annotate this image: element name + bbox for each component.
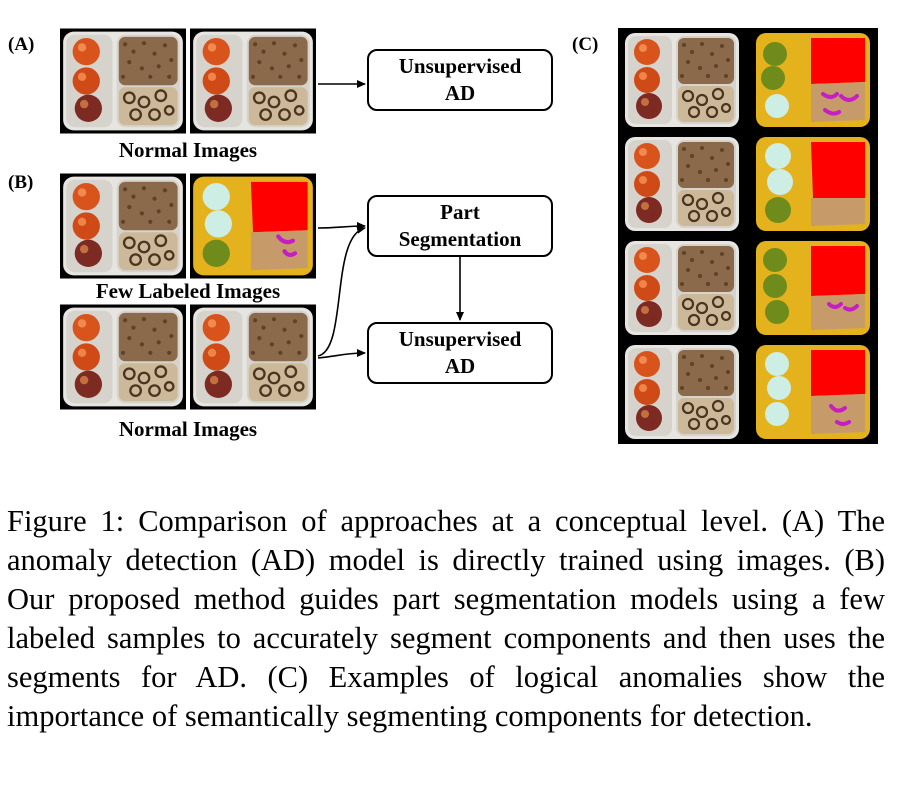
panel-label-a: (A) [8, 34, 35, 55]
unsupervised-ad-box-b: Unsupervised AD [367, 322, 553, 384]
box-line: AD [444, 81, 476, 105]
panel-label-c: (C) [572, 34, 599, 55]
panel-label-b: (B) [8, 172, 34, 193]
box-line: AD [444, 354, 476, 378]
anomaly-image-1 [620, 30, 744, 130]
unsupervised-ad-box-a: Unsupervised AD [367, 49, 553, 111]
anomaly-mask-2 [750, 134, 876, 234]
anomaly-mask-1 [750, 30, 876, 130]
box-line: Unsupervised [398, 54, 522, 78]
box-line: Part [440, 200, 480, 224]
few-labeled-images-label: Few Labeled Images [95, 279, 281, 303]
part-segmentation-box: Part Segmentation [367, 195, 553, 257]
arrow-labeled-to-seg [317, 222, 366, 231]
anomaly-image-4 [620, 342, 744, 442]
anomaly-mask-4 [750, 342, 876, 442]
anomaly-image-3 [620, 238, 744, 338]
anomaly-image-2 [620, 134, 744, 234]
flow-arrows [317, 80, 464, 359]
normal-images-label-a: Normal Images [118, 138, 258, 162]
box-line: Segmentation [398, 227, 522, 251]
box-line: Unsupervised [398, 327, 522, 351]
arrow-normal-to-ad [317, 349, 366, 359]
arrow-normal-to-seg [317, 225, 366, 357]
normal-images-label-b: Normal Images [118, 417, 258, 441]
figure-caption: Figure 1: Comparison of approaches at a … [7, 504, 885, 733]
anomaly-mask-3 [750, 238, 876, 338]
